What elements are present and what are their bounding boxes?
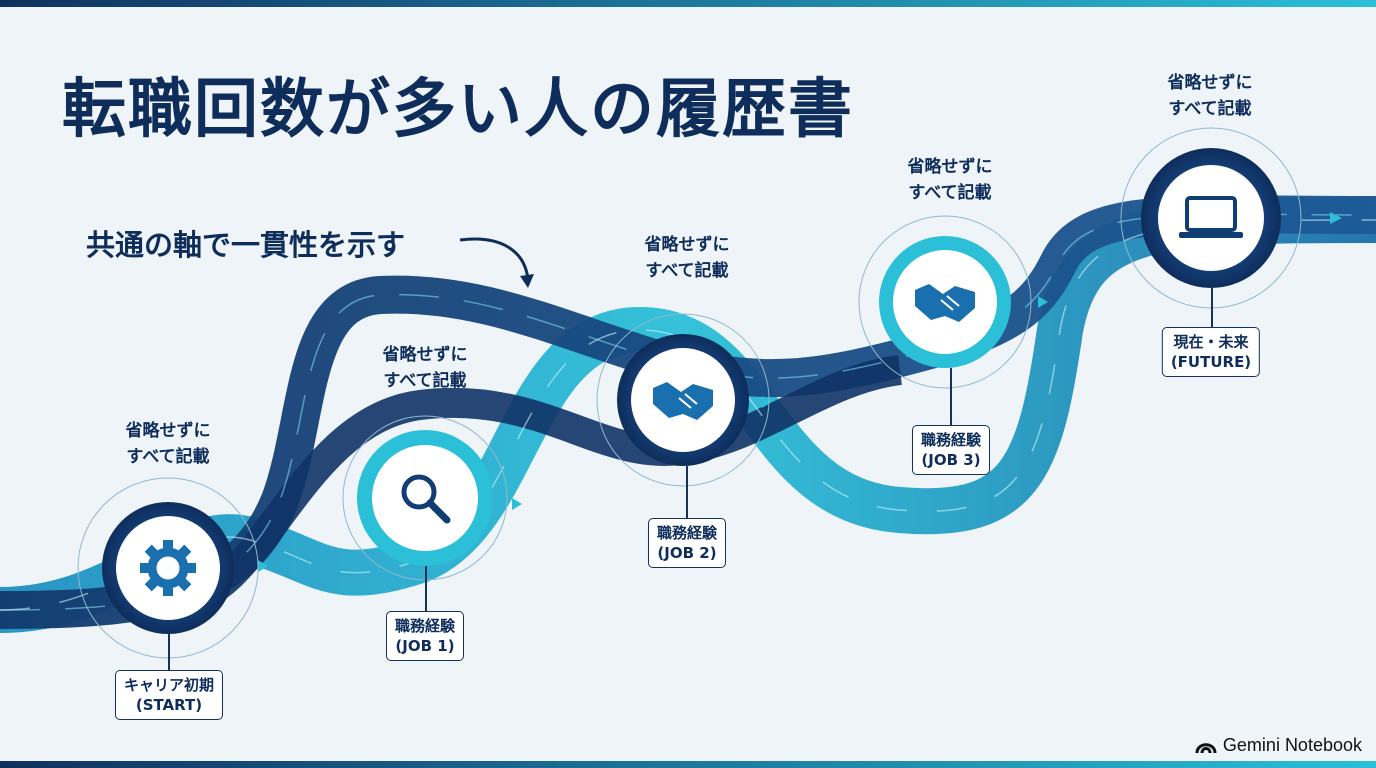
- label-future: 現在・未来 (FUTURE): [1161, 327, 1261, 377]
- theme-arrow: [459, 237, 530, 281]
- label-start: キャリア初期 (START): [114, 670, 224, 720]
- path-arrow: [258, 560, 268, 572]
- node-start: [77, 477, 259, 659]
- top-accent-bar: [0, 0, 1376, 7]
- node-job2: [596, 313, 770, 487]
- note-line2: すべて記載: [645, 261, 729, 281]
- label-line1: 職務経験: [394, 617, 456, 635]
- note-line2: すべて記載: [383, 371, 467, 391]
- label-line2: (JOB 3): [921, 451, 981, 469]
- handshake-icon: [915, 284, 975, 322]
- label-connector: [425, 566, 427, 612]
- label-line2: (START): [135, 696, 203, 714]
- label-line2: (JOB 1): [395, 637, 455, 655]
- node-job1: [342, 415, 508, 581]
- laptop-icon: [1179, 196, 1243, 238]
- note-job3: 省略せずに すべて記載: [880, 154, 1020, 206]
- note-job2: 省略せずに すべて記載: [617, 232, 757, 284]
- label-connector: [1211, 288, 1213, 328]
- bottom-accent-bar: [0, 761, 1376, 768]
- note-line2: すべて記載: [1168, 99, 1252, 119]
- theme-text: 共通の軸で一貫性を示す: [86, 228, 406, 262]
- note-line2: すべて記載: [908, 183, 992, 203]
- label-connector: [686, 466, 688, 519]
- brand-mark: Gemini Notebook: [1195, 735, 1362, 756]
- path-arrow: [512, 498, 522, 510]
- label-connector: [950, 368, 952, 426]
- note-line2: すべて記載: [126, 447, 210, 467]
- label-line1: キャリア初期: [123, 676, 215, 694]
- brand-name: Gemini Notebook: [1222, 735, 1362, 755]
- magnifier-icon: [401, 474, 451, 524]
- label-line1: 職務経験: [656, 524, 718, 542]
- notebook-logo-icon: [1195, 742, 1217, 753]
- gear-icon: [140, 540, 196, 596]
- note-line1: 省略せずに: [907, 157, 993, 177]
- node-future: [1120, 127, 1302, 309]
- handshake-icon: [653, 382, 713, 420]
- path-arrow: [1038, 296, 1048, 308]
- navy-road-lower: [178, 355, 903, 615]
- note-job1: 省略せずに すべて記載: [355, 342, 495, 394]
- label-job2: 職務経験 (JOB 2): [647, 518, 727, 568]
- note-line1: 省略せずに: [644, 235, 730, 255]
- path-arrow: [762, 396, 772, 408]
- label-job3: 職務経験 (JOB 3): [911, 425, 991, 475]
- label-job1: 職務経験 (JOB 1): [385, 611, 465, 661]
- note-line1: 省略せずに: [1167, 73, 1253, 93]
- note-line1: 省略せずに: [125, 421, 211, 441]
- note-line1: 省略せずに: [382, 345, 468, 365]
- label-line2: (JOB 2): [657, 544, 717, 562]
- label-line1: 職務経験: [920, 431, 982, 449]
- label-line2: (FUTURE): [1170, 353, 1252, 371]
- path-arrow: [1330, 212, 1342, 224]
- page-title: 転職回数が多い人の履歴書: [62, 73, 854, 147]
- label-connector: [168, 634, 170, 670]
- note-start: 省略せずに すべて記載: [98, 418, 238, 470]
- node-job3: [858, 215, 1032, 389]
- label-line1: 現在・未来: [1173, 333, 1249, 351]
- note-future: 省略せずに すべて記載: [1140, 70, 1280, 122]
